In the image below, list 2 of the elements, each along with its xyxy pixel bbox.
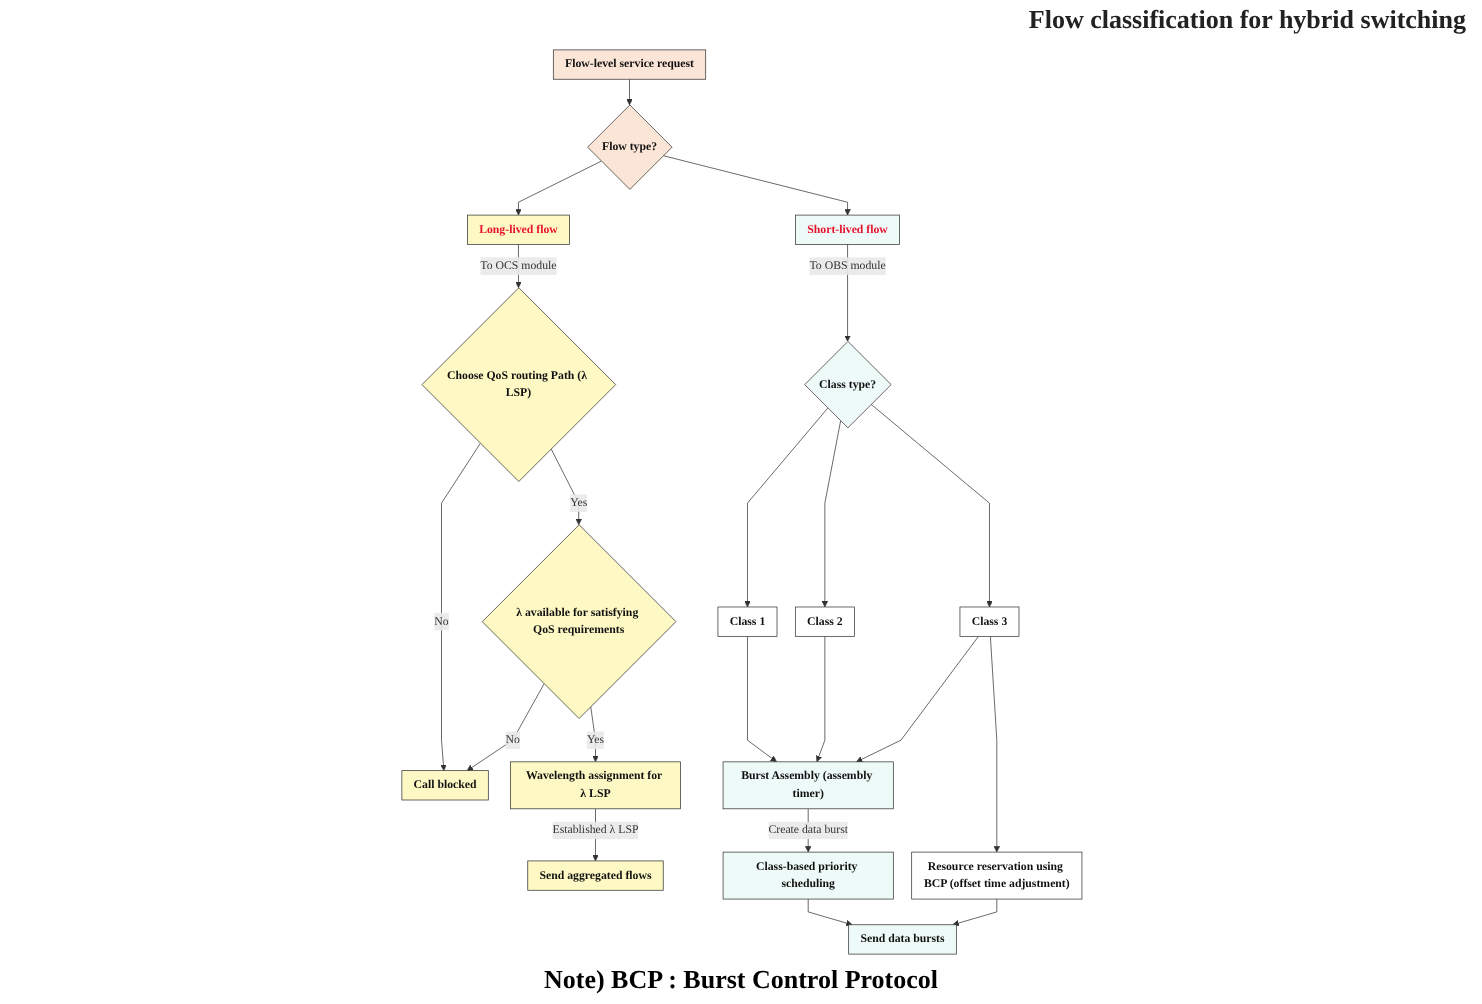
note-text: Note) BCP : Burst Control Protocol xyxy=(543,964,939,994)
annotation-text: Flow classification for hybrid switching xyxy=(1028,4,1466,34)
